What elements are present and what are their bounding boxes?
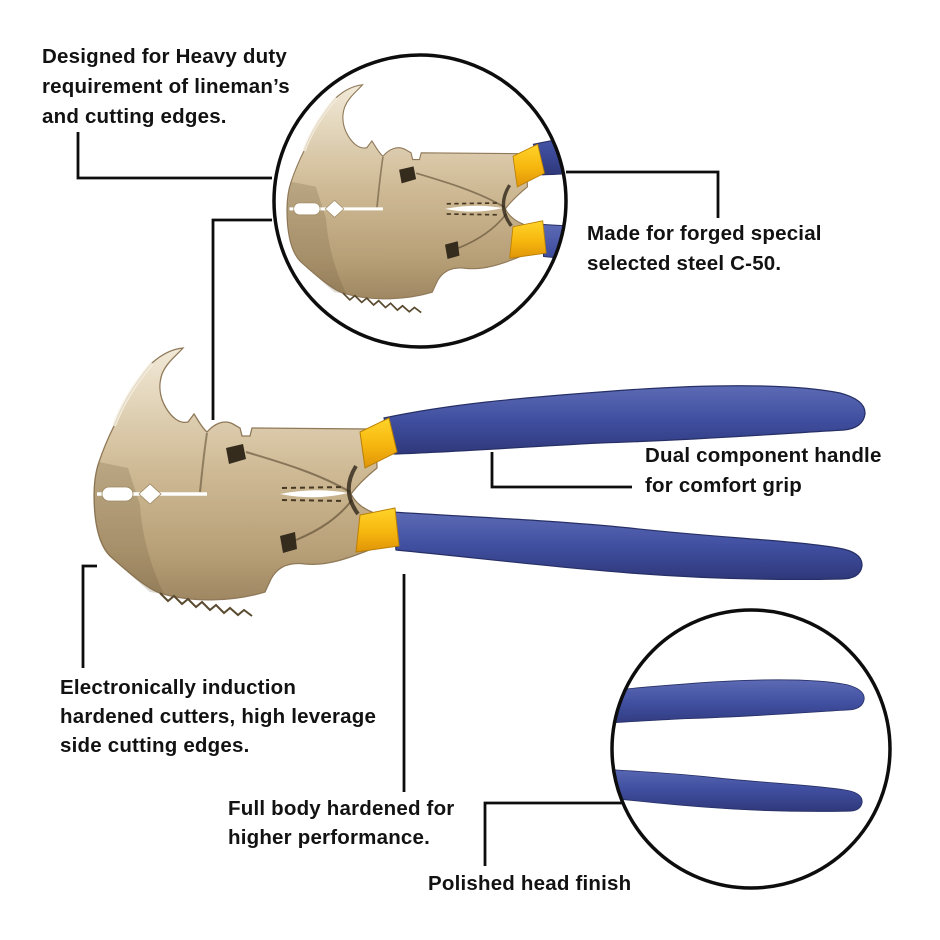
callout-line-made-for: [566, 170, 720, 218]
label-heavy-duty: Designed for Heavy duty requirement of l…: [42, 45, 290, 128]
label-full-body: Full body hardened for higher performanc…: [228, 797, 455, 849]
callout-line-circle-to-head: [211, 218, 272, 420]
label-electronically: Electronically induction hardened cutter…: [60, 676, 377, 757]
label-made-for: Made for forged special selected steel C…: [587, 222, 822, 275]
callout-line-polished: [483, 801, 622, 866]
callout-lines: [76, 132, 720, 866]
callout-line-heavy-duty: [76, 132, 272, 180]
handle-detail-circle-outline: [610, 608, 892, 890]
handle-detail-circle-bg: [612, 610, 890, 888]
callout-line-electronically: [81, 564, 97, 668]
callout-line-dual-component: [490, 452, 632, 489]
head-detail-circle-outline: [272, 53, 568, 349]
label-polished: Polished head finish: [428, 872, 632, 895]
label-dual-component: Dual component handle for comfort grip: [645, 444, 882, 497]
